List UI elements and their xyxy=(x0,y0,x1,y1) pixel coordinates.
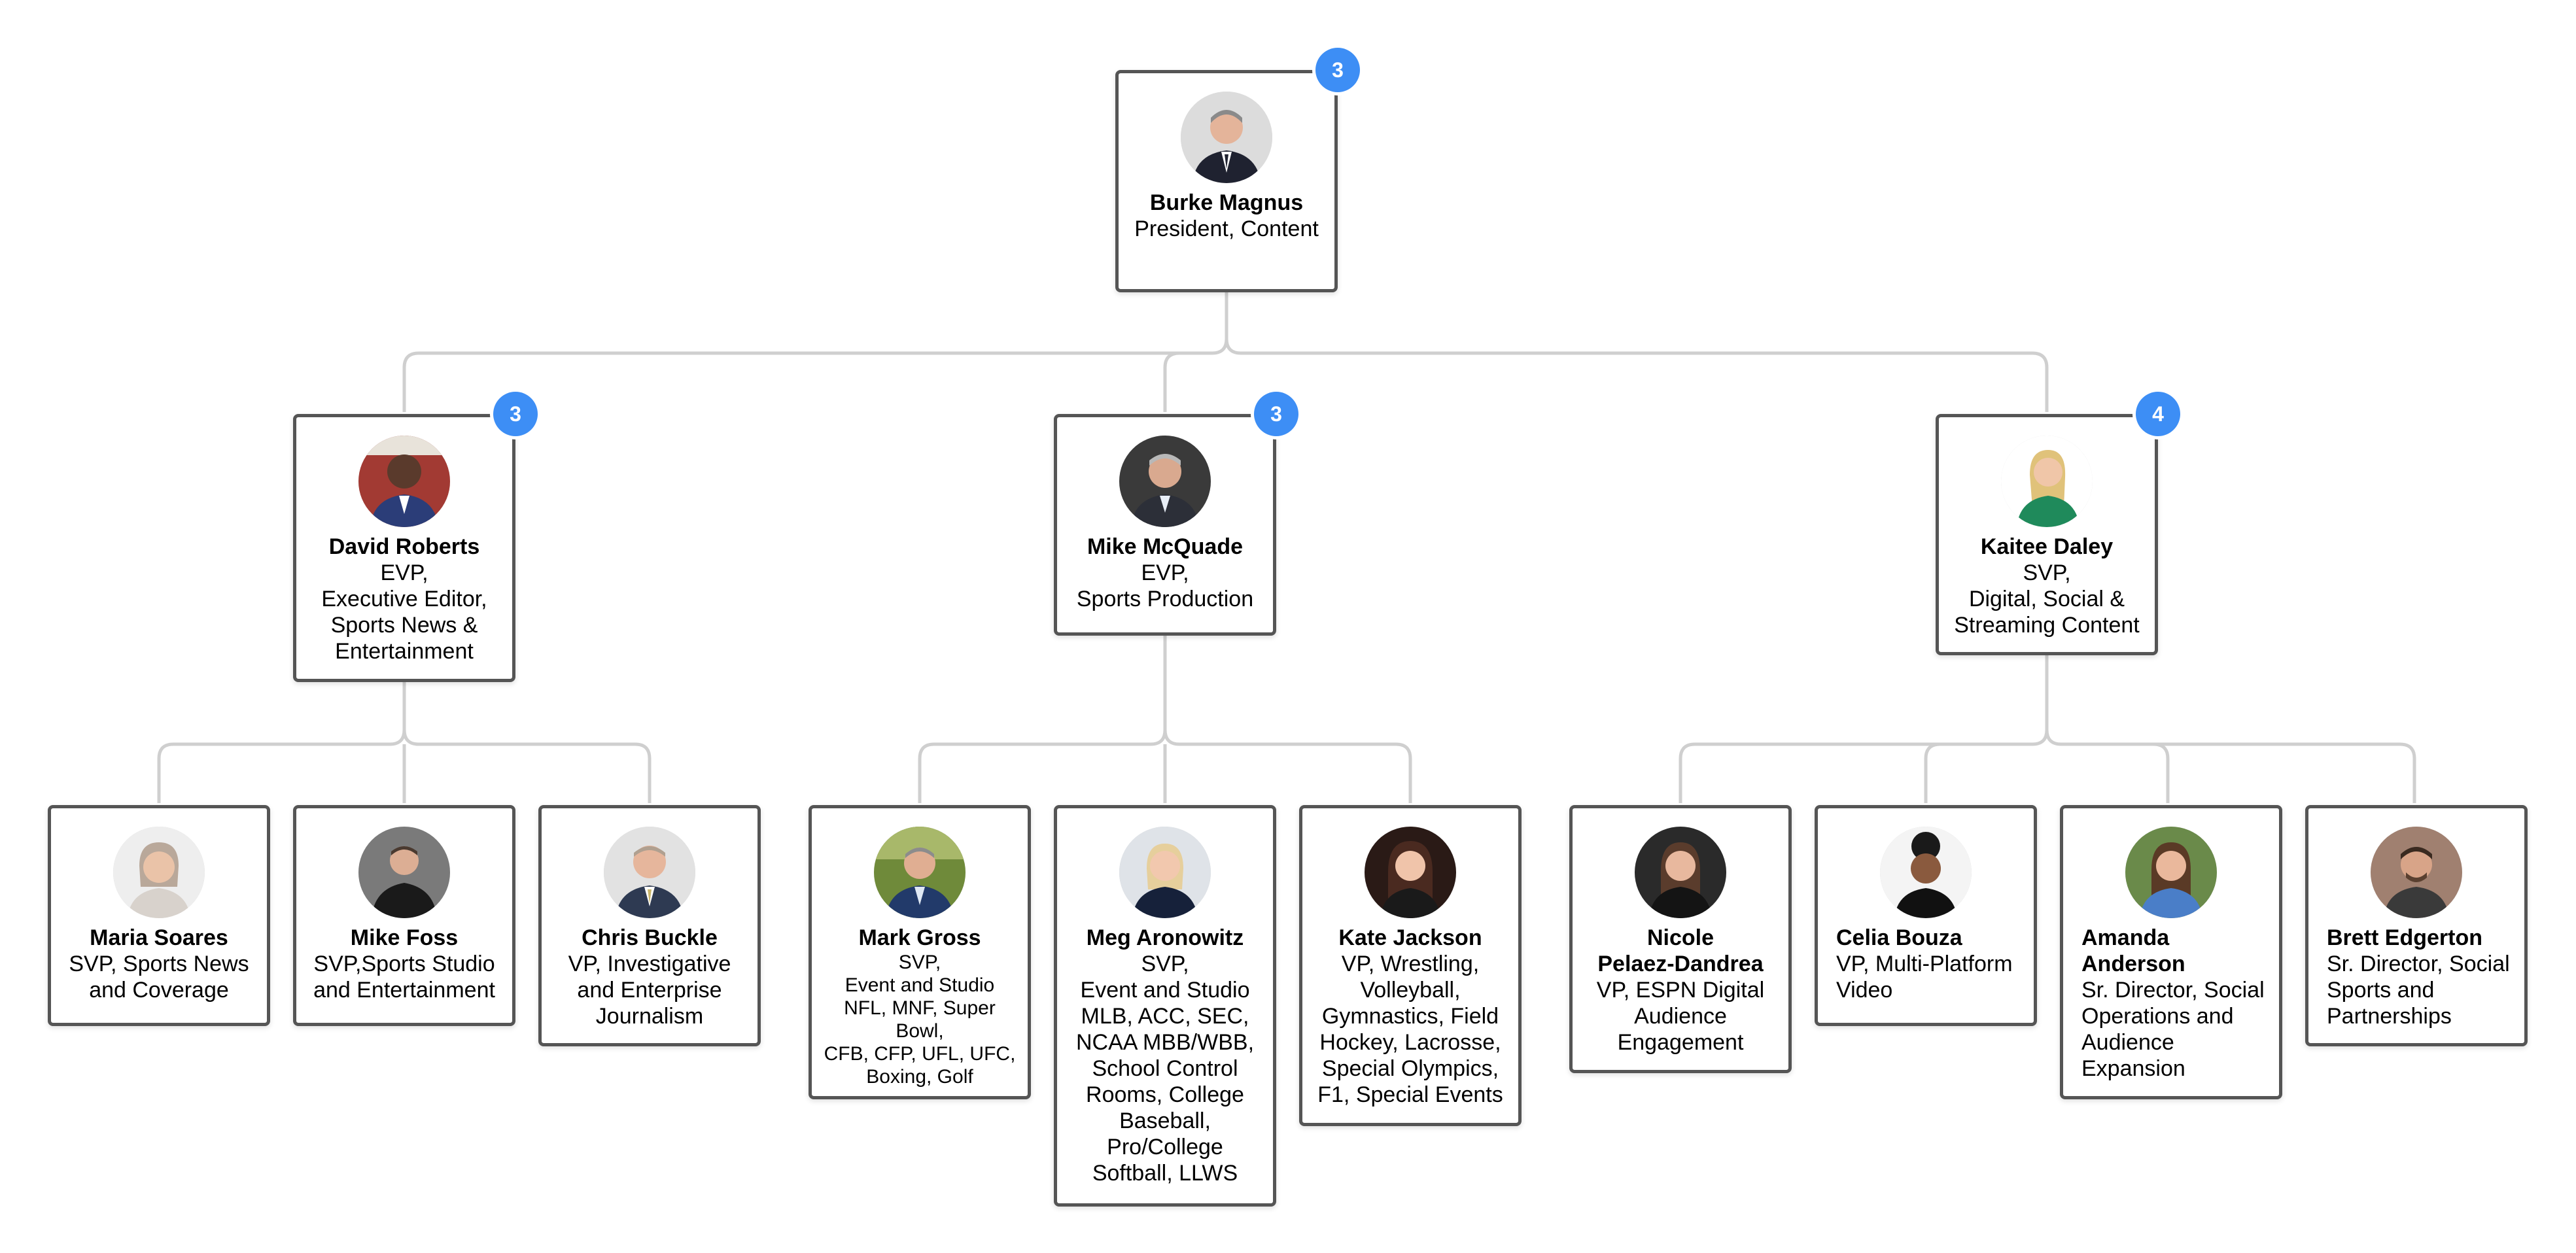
person-name: Maria Soares xyxy=(90,925,228,950)
avatar-nicole-pelaez-dandrea xyxy=(1635,827,1726,918)
card-text: Mike Foss SVP,Sports Studio and Entertai… xyxy=(308,925,500,1003)
card-text: Kate Jackson VP, Wrestling, Volleyball, … xyxy=(1314,925,1506,1108)
person-title: SVP, Sports News and Coverage xyxy=(69,952,249,1003)
connector-kaitee-mid2 xyxy=(2153,742,2170,803)
avatar-kate-jackson xyxy=(1365,827,1456,918)
card-text: Nicole Pelaez-Dandrea VP, ESPN Digital A… xyxy=(1584,925,1777,1056)
avatar-mark-gross xyxy=(874,827,966,918)
person-name: Kate Jackson xyxy=(1338,925,1482,950)
card-text: Amanda Anderson Sr. Director, Social Ope… xyxy=(2081,925,2267,1082)
org-card-mark-gross[interactable]: Mark Gross SVP, Event and Studio NFL, MN… xyxy=(809,805,1031,1099)
person-name: Nicole Pelaez-Dandrea xyxy=(1597,925,1764,976)
avatar-chris-buckle xyxy=(604,827,695,918)
avatar-meg-aronowitz xyxy=(1119,827,1211,918)
org-card-brett-edgerton[interactable]: Brett Edgerton Sr. Director, Social Spor… xyxy=(2305,805,2528,1046)
org-card-mike-mcquade[interactable]: Mike McQuade EVP, Sports Production xyxy=(1054,414,1276,636)
org-card-mike-foss[interactable]: Mike Foss SVP,Sports Studio and Entertai… xyxy=(293,805,515,1026)
avatar-celia-bouza xyxy=(1880,827,1972,918)
connector-david-bus xyxy=(157,682,406,803)
card-text: Celia Bouza VP, Multi-Platform Video xyxy=(1836,925,2022,1003)
avatar-brett-edgerton xyxy=(2371,827,2462,918)
person-title: Sr. Director, Social Sports and Partners… xyxy=(2327,952,2510,1029)
card-text: Mark Gross SVP, Event and Studio NFL, MN… xyxy=(824,925,1016,1088)
card-text: Chris Buckle VP, Investigative and Enter… xyxy=(553,925,746,1029)
person-name: Amanda Anderson xyxy=(2081,925,2185,976)
connector-kaitee-bus xyxy=(1679,655,2049,803)
org-card-chris-buckle[interactable]: Chris Buckle VP, Investigative and Enter… xyxy=(538,805,761,1046)
report-count-badge-mike-mcquade[interactable]: 3 xyxy=(1254,392,1298,436)
org-card-nicole-pelaez-dandrea[interactable]: Nicole Pelaez-Dandrea VP, ESPN Digital A… xyxy=(1569,805,1792,1073)
avatar-mike-foss xyxy=(358,827,450,918)
person-name: Meg Aronowitz xyxy=(1086,925,1244,950)
org-card-celia-bouza[interactable]: Celia Bouza VP, Multi-Platform Video xyxy=(1815,805,2037,1026)
connector-root-to-kaitee xyxy=(1225,338,2049,412)
person-title: VP, Investigative and Enterprise Journal… xyxy=(568,952,731,1029)
person-title: SVP, Event and Studio MLB, ACC, SEC, NCA… xyxy=(1075,952,1255,1186)
person-name: Brett Edgerton xyxy=(2327,925,2482,950)
connector-kaitee-right xyxy=(2045,729,2416,803)
avatar-amanda-anderson xyxy=(2125,827,2217,918)
avatar-burke-magnus xyxy=(1181,92,1272,183)
person-title: President, Content xyxy=(1134,216,1319,241)
person-name: Kaitee Daley xyxy=(1980,534,2114,559)
report-count-badge-kaitee-daley[interactable]: 4 xyxy=(2136,392,2180,436)
connector-david-right xyxy=(402,729,652,803)
person-title: SVP, Digital, Social & Streaming Content xyxy=(1954,560,2140,638)
avatar-mike-mcquade xyxy=(1119,436,1211,527)
card-text: Kaitee Daley SVP, Digital, Social & Stre… xyxy=(1951,534,2143,638)
card-text: Maria Soares SVP, Sports News and Covera… xyxy=(63,925,255,1003)
org-card-maria-soares[interactable]: Maria Soares SVP, Sports News and Covera… xyxy=(48,805,270,1026)
report-count-badge-burke-magnus[interactable]: 3 xyxy=(1315,48,1360,92)
org-card-kaitee-daley[interactable]: Kaitee Daley SVP, Digital, Social & Stre… xyxy=(1936,414,2158,655)
avatar-david-roberts xyxy=(358,436,450,527)
org-card-kate-jackson[interactable]: Kate Jackson VP, Wrestling, Volleyball, … xyxy=(1299,805,1522,1126)
person-name: Celia Bouza xyxy=(1836,925,1962,950)
org-card-meg-aronowitz[interactable]: Meg Aronowitz SVP, Event and Studio MLB,… xyxy=(1054,805,1276,1207)
person-title: EVP, Executive Editor, Sports News & Ent… xyxy=(321,560,487,664)
person-title: VP, Multi-Platform Video xyxy=(1836,952,2013,1003)
org-card-burke-magnus[interactable]: Burke Magnus President, Content xyxy=(1115,70,1338,292)
connector-mike-bus xyxy=(918,636,1167,803)
card-text: Meg Aronowitz SVP, Event and Studio MLB,… xyxy=(1069,925,1261,1186)
person-title: SVP, Event and Studio NFL, MNF, Super Bo… xyxy=(824,952,1016,1088)
person-name: Mike Foss xyxy=(350,925,459,950)
connector-mike-right xyxy=(1163,729,1412,803)
avatar-maria-soares xyxy=(113,827,205,918)
avatar-kaitee-daley xyxy=(2001,436,2093,527)
connector-root-to-mike xyxy=(1163,351,1180,412)
person-name: Burke Magnus xyxy=(1149,190,1304,215)
person-title: EVP, Sports Production xyxy=(1076,560,1254,611)
card-text: Mike McQuade EVP, Sports Production xyxy=(1069,534,1261,612)
person-name: Mike McQuade xyxy=(1087,534,1244,559)
person-name: David Roberts xyxy=(328,534,480,559)
person-name: Chris Buckle xyxy=(582,925,718,950)
card-text: Burke Magnus President, Content xyxy=(1130,190,1323,242)
card-text: Brett Edgerton Sr. Director, Social Spor… xyxy=(2327,925,2513,1029)
report-count-badge-david-roberts[interactable]: 3 xyxy=(493,392,538,436)
person-title: Sr. Director, Social Operations and Audi… xyxy=(2081,978,2265,1081)
person-name: Mark Gross xyxy=(858,925,981,950)
org-card-david-roberts[interactable]: David Roberts EVP, Executive Editor, Spo… xyxy=(293,414,515,682)
connector-kaitee-mid1 xyxy=(1924,742,1941,803)
card-text: David Roberts EVP, Executive Editor, Spo… xyxy=(308,534,500,664)
person-title: SVP,Sports Studio and Entertainment xyxy=(313,952,495,1003)
org-card-amanda-anderson[interactable]: Amanda Anderson Sr. Director, Social Ope… xyxy=(2060,805,2282,1099)
connector-root-bus xyxy=(402,292,1228,412)
person-title: VP, Wrestling, Volleyball, Gymnastics, F… xyxy=(1317,952,1503,1107)
person-title: VP, ESPN Digital Audience Engagement xyxy=(1596,978,1765,1055)
